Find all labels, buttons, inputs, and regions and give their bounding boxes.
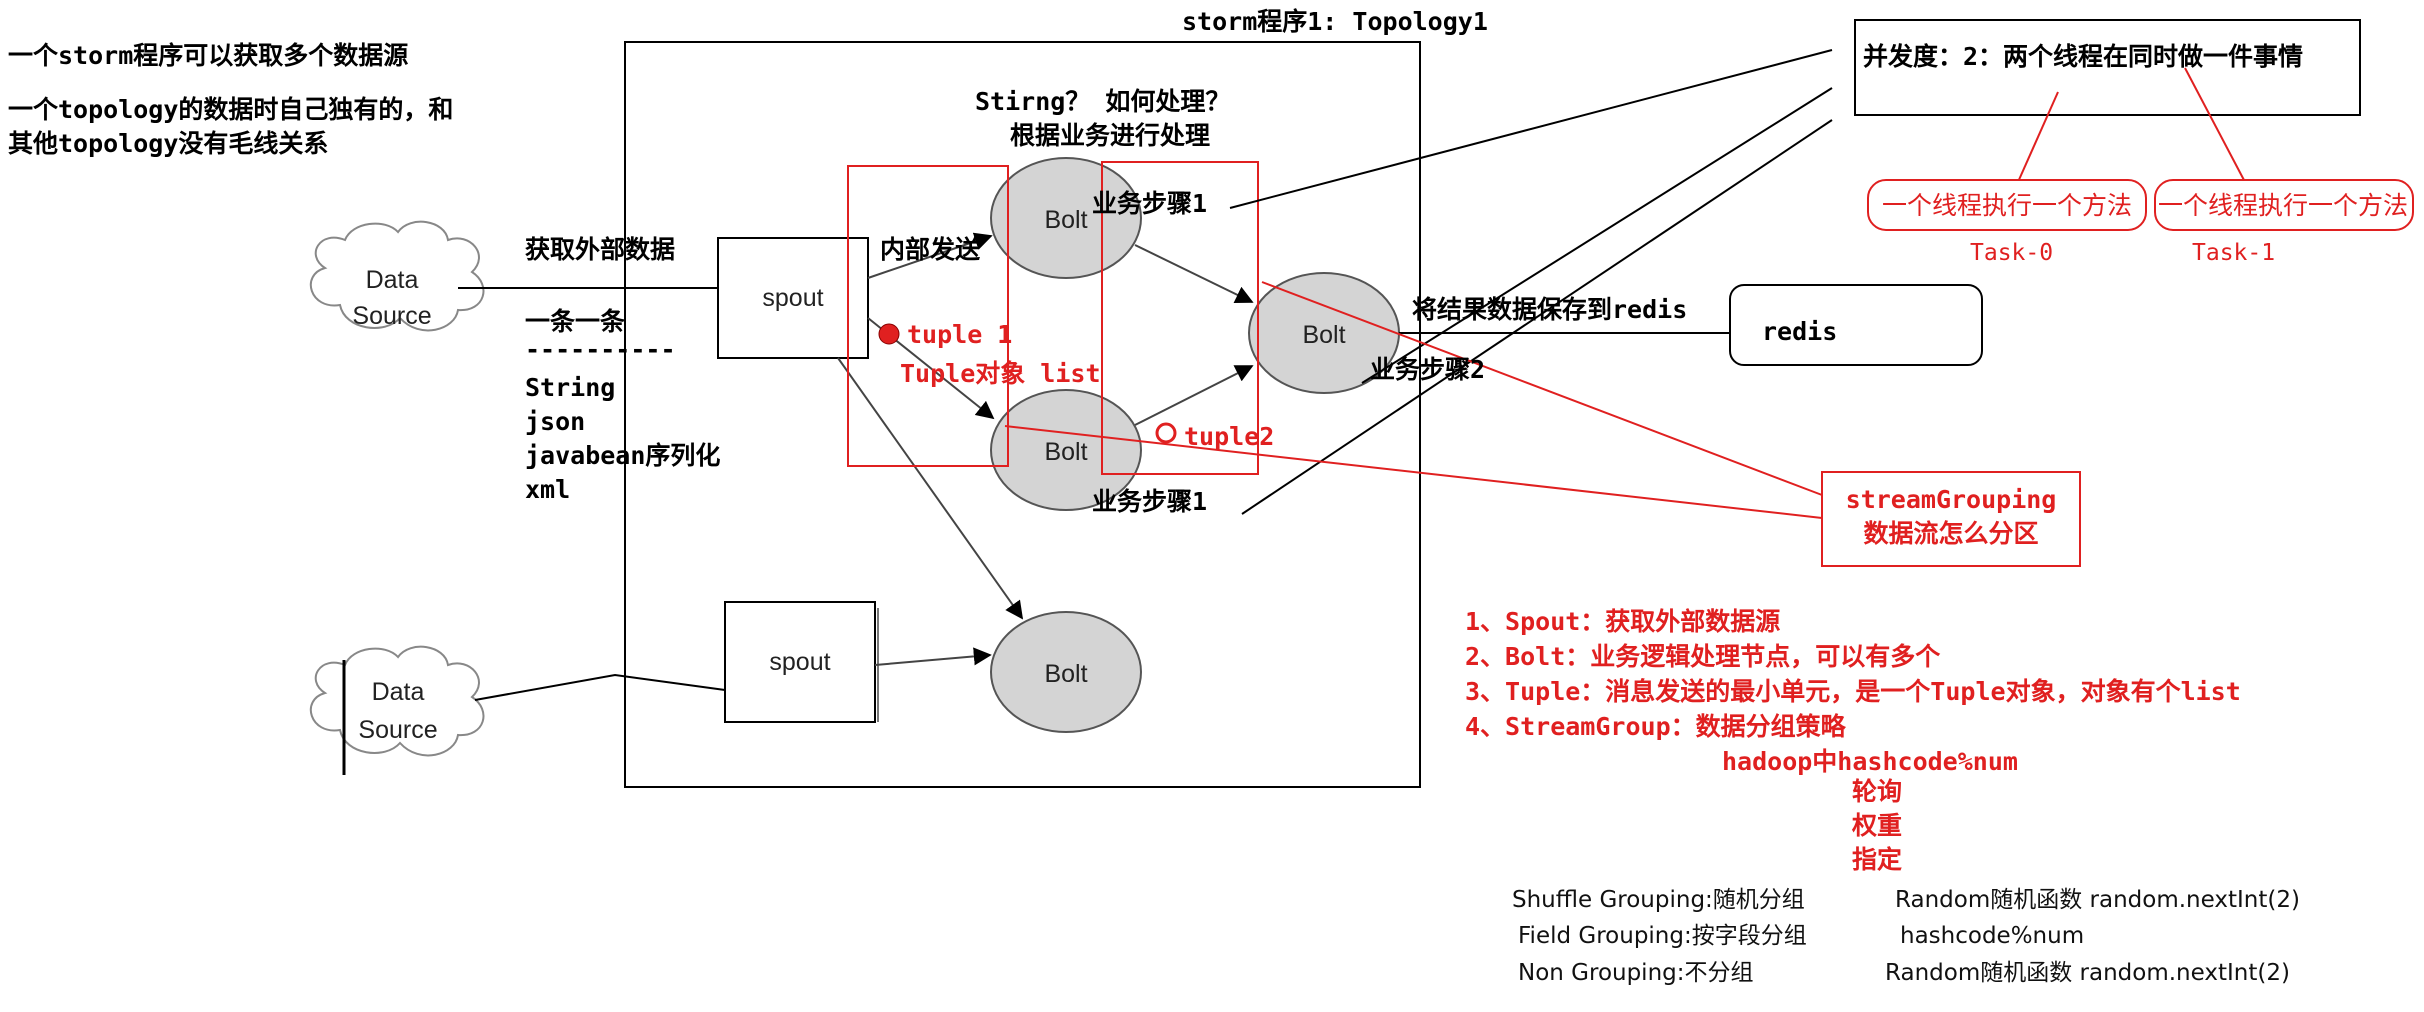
parallel-line-2 (1361, 87, 1833, 384)
grouping-field-name: Field Grouping:按字段分组 (1518, 923, 1807, 949)
data-source-bottom-line1: Data (372, 678, 425, 706)
grouping-line-2 (1261, 281, 1823, 496)
arrow-spout2-to-bolt4 (874, 647, 992, 666)
data-source-bottom: Data Source (309, 645, 485, 775)
label-save-redis: 将结果数据保存到redis (1412, 295, 1687, 324)
topology-frame (624, 41, 1421, 788)
grouping-shuffle-desc: Random随机函数 random.nextInt(2) (1895, 887, 2300, 913)
arrow-spout-to-bolt4 (837, 357, 1024, 620)
parallel-line-3 (1241, 119, 1833, 515)
spout-top (717, 237, 869, 359)
label-step1-bottom: 业务步骤1 (1092, 487, 1207, 516)
strategy-round-robin: 轮询 (1852, 777, 1902, 806)
cloud-shape (309, 220, 485, 332)
label-fetch-external: 获取外部数据 (525, 235, 675, 264)
parallelism-title: 并发度：2：两个线程在同时做一件事情 (1863, 42, 2303, 71)
parallel-line-1 (1229, 49, 1833, 209)
arrow-bolt1-to-bolt3 (1134, 244, 1254, 303)
tuple1-marker (878, 323, 900, 345)
data-source-top-line2: Source (352, 302, 431, 330)
label-step2: 业务步骤2 (1370, 355, 1485, 384)
bolt-1 (990, 157, 1142, 279)
bolt-4-label: Bolt (1044, 660, 1087, 688)
bolt-3-label: Bolt (1302, 321, 1345, 349)
bolt-2 (990, 389, 1142, 511)
label-step1-top: 业务步骤1 (1092, 189, 1207, 218)
stream-grouping-line1: streamGrouping (1846, 485, 2057, 514)
format-json: json (525, 407, 585, 436)
label-tuple-object: Tuple对象 list (900, 359, 1101, 388)
thread-a-box (1867, 179, 2147, 231)
highlight-box-bolt-column (847, 165, 1009, 467)
thread-a-pointer (2017, 91, 2059, 183)
arrow-bolt2-to-bolt3 (1134, 365, 1254, 426)
strategy-specify: 指定 (1852, 845, 1902, 874)
label-tuple2: tuple2 (1184, 422, 1274, 451)
strategy-weight: 权重 (1851, 811, 1902, 840)
data-source-top-line1: Data (366, 266, 419, 294)
source-to-spout-bottom (474, 673, 726, 701)
redis-box (1729, 284, 1983, 366)
highlight-box-step-column (1101, 161, 1259, 475)
concept-bolt: 2、Bolt：业务逻辑处理节点，可以有多个 (1465, 642, 1941, 671)
label-question: Stirng？ 如何处理？ (975, 87, 1230, 116)
stream-grouping-line2: 数据流怎么分区 (1863, 519, 2038, 548)
label-by-business: 根据业务进行处理 (1010, 121, 1210, 150)
label-dashes: ---------- (525, 335, 676, 364)
cloud-shape (309, 645, 485, 757)
note-topology-own-data-1: 一个topology的数据时自己独有的，和 (8, 95, 453, 124)
format-string: String (525, 373, 615, 402)
bolt-4 (990, 611, 1142, 733)
thread-b-box (2154, 179, 2414, 231)
parallelism-box (1854, 19, 2361, 116)
format-xml: xml (525, 475, 570, 504)
concept-tuple: 3、Tuple：消息发送的最小单元，是一个Tuple对象，对象有个list (1465, 677, 2241, 706)
spout-top-label: spout (762, 284, 823, 312)
grouping-line-1 (1004, 425, 1823, 519)
note-multiple-sources: 一个storm程序可以获取多个数据源 (8, 41, 408, 70)
redis-label: redis (1762, 317, 1837, 346)
spout-bottom (724, 601, 876, 723)
bolt-1-label: Bolt (1044, 206, 1087, 234)
concept-streamgroup: 4、StreamGroup：数据分组策略 (1465, 712, 1847, 741)
arrow-spout-to-bolt1 (867, 232, 993, 279)
grouping-shuffle-name: Shuffle Grouping:随机分组 (1512, 887, 1805, 913)
bolt-2-label: Bolt (1044, 438, 1087, 466)
grouping-none-name: Non Grouping:不分组 (1518, 960, 1754, 986)
format-javabean: javabean序列化 (525, 441, 720, 470)
thread-b-pointer (2184, 67, 2246, 183)
data-source-top: Data Source (309, 220, 485, 332)
grouping-field-desc: hashcode%num (1900, 923, 2084, 949)
data-source-bottom-line2: Source (358, 716, 437, 744)
task0-label: Task-0 (1970, 240, 2053, 266)
strategy-hashcode: hadoop中hashcode%num (1722, 747, 2018, 776)
tuple2-marker (1155, 422, 1177, 444)
note-topology-own-data-2: 其他topology没有毛线关系 (8, 129, 328, 158)
label-internal-send: 内部发送 (880, 235, 980, 264)
task1-label: Task-1 (2192, 240, 2275, 266)
thread-b-label: 一个线程执行一个方法 (2158, 191, 2408, 220)
label-tuple1: tuple 1 (907, 320, 1012, 349)
grouping-none-desc: Random随机函数 random.nextInt(2) (1885, 960, 2290, 986)
topology-title: storm程序1: Topology1 (1182, 7, 1488, 36)
spout-bottom-label: spout (769, 648, 830, 676)
label-one-by-one: 一条一条 (525, 307, 626, 336)
thread-a-label: 一个线程执行一个方法 (1882, 191, 2132, 220)
concept-spout: 1、Spout：获取外部数据源 (1465, 607, 1780, 636)
stream-grouping-box (1821, 471, 2081, 567)
